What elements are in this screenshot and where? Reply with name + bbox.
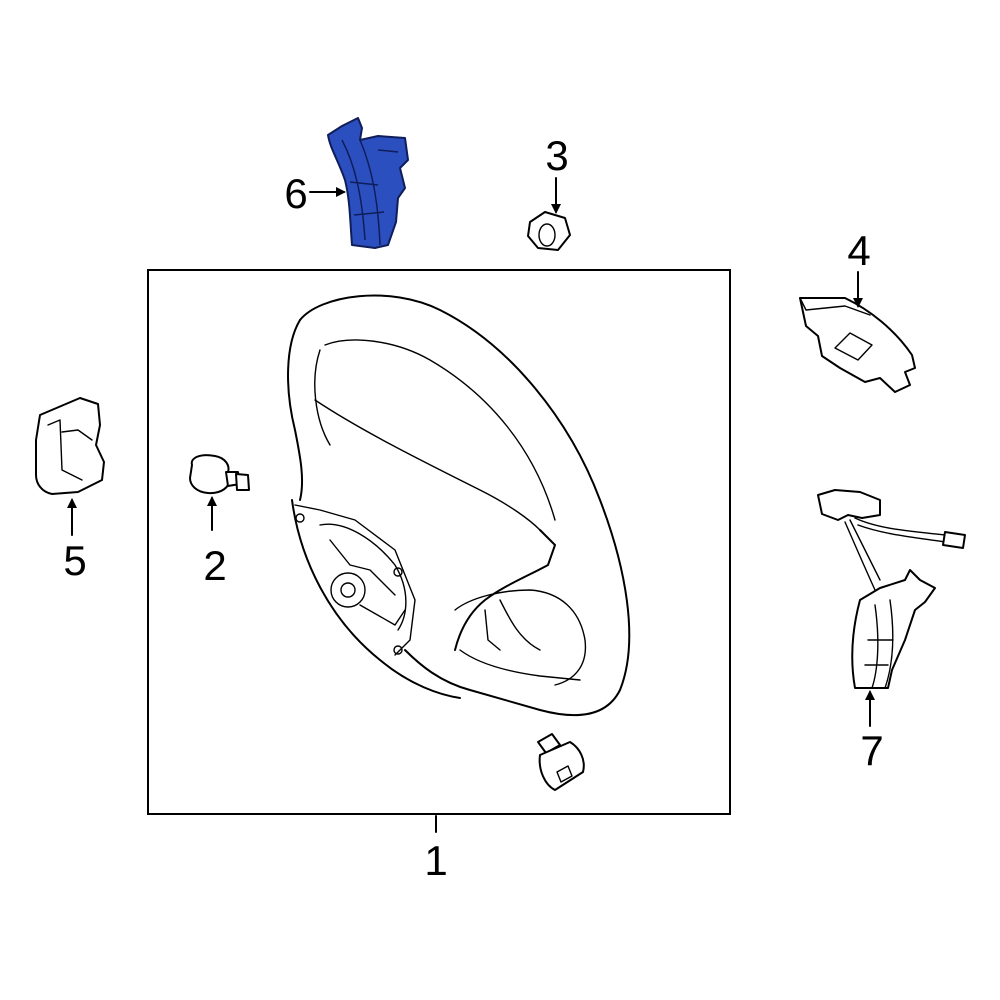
steering-wheel-part[interactable] bbox=[287, 294, 631, 717]
part-4-bezel[interactable] bbox=[799, 297, 916, 393]
callout-6: 6 bbox=[284, 170, 307, 217]
part-6-switch-highlighted[interactable] bbox=[327, 117, 409, 249]
part-3-nut[interactable] bbox=[527, 211, 571, 251]
callout-1: 1 bbox=[424, 837, 447, 884]
part-7-switch-harness[interactable] bbox=[817, 489, 966, 689]
callout-2: 2 bbox=[203, 542, 226, 589]
part-2-connector[interactable] bbox=[189, 454, 250, 495]
callout-4: 4 bbox=[847, 227, 870, 274]
part-5-cover[interactable] bbox=[35, 397, 105, 495]
bolt-part[interactable] bbox=[537, 733, 585, 791]
callout-3: 3 bbox=[545, 132, 568, 179]
assembly-frame bbox=[147, 269, 731, 815]
callout-5: 5 bbox=[63, 537, 86, 584]
callout-7: 7 bbox=[860, 727, 883, 774]
